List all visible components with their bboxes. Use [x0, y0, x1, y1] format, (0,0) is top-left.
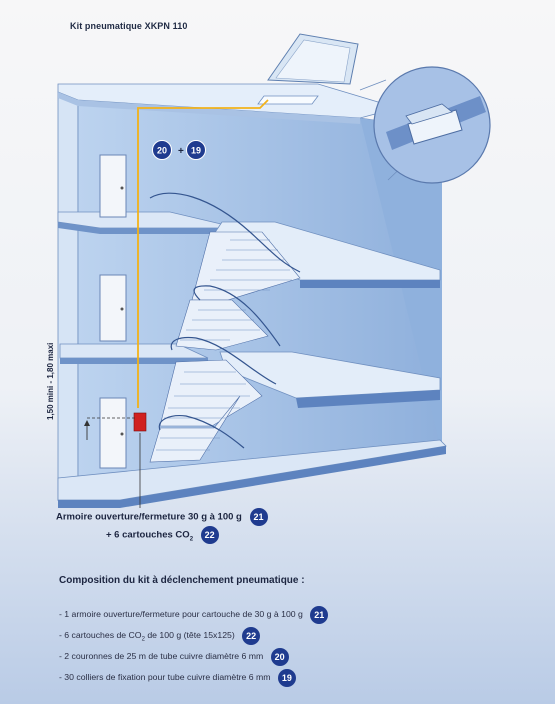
stair-steps [156, 239, 292, 451]
composition-title: Composition du kit à déclenchement pneum… [59, 575, 305, 586]
handrail [149, 192, 301, 449]
list-badge: 22 [242, 626, 261, 645]
landing-lower [219, 351, 441, 408]
co2-subscript: 2 [189, 536, 194, 543]
composition-list: - 1 armoire ouverture/fermeture pour car… [59, 604, 329, 688]
door-ground [99, 397, 127, 469]
list-item: - 1 armoire ouverture/fermeture pour car… [59, 604, 329, 625]
door-top [99, 154, 127, 218]
cabinet-caption-text: Armoire ouverture/fermeture 30 g à 100 g [56, 511, 242, 523]
height-dimension [84, 417, 135, 440]
list-item: - 2 couronnes de 25 m de tube cuivre dia… [59, 646, 328, 667]
list-item: - 6 cartouches de CO2 de 100 g (tête 15x… [59, 625, 328, 646]
list-item-text: - 30 colliers de fixation pour tube cuiv… [59, 672, 271, 682]
cabinet-caption-line1: Armoire ouverture/fermeture 30 g à 100 g… [56, 508, 268, 526]
door-middle [99, 274, 127, 342]
control-cabinet [133, 412, 147, 432]
left-wall [57, 91, 79, 502]
caption-badge-21: 21 [249, 508, 268, 526]
height-label: 1,50 mini - 1,80 maxi [46, 342, 55, 420]
roof-slab [57, 83, 400, 124]
roof-skylight [257, 33, 359, 105]
skylight-zoom-callout [359, 66, 491, 184]
list-badge: 20 [270, 647, 289, 666]
list-item-text: - 1 armoire ouverture/fermeture pour car… [59, 609, 303, 619]
page-title: Kit pneumatique XKPN 110 [70, 21, 188, 31]
pneumatic-pipe [137, 99, 269, 408]
list-item-text: - 2 couronnes de 25 m de tube cuivre dia… [59, 651, 264, 661]
list-badge: 21 [310, 605, 329, 624]
pipe-badge-20: 20 [157, 146, 167, 156]
svg-text:+: + [178, 146, 184, 157]
list-item: - 30 colliers de fixation pour tube cuiv… [59, 667, 328, 688]
floor-slab-ground [57, 439, 447, 508]
pipe-label: 20 + 19 [152, 140, 206, 160]
list-item-text: - 6 cartouches de CO [59, 630, 142, 640]
list-badge: 19 [277, 668, 296, 687]
caption-badge-22: 22 [200, 526, 219, 544]
list-item-text-suffix: de 100 g (tête 15x125) [144, 630, 235, 640]
cartridges-caption-text: + 6 cartouches CO [106, 529, 190, 541]
staircase [149, 231, 301, 463]
co2-subscript: 2 [141, 636, 145, 643]
pipe-badge-19: 19 [191, 146, 201, 156]
cabinet-caption-line2: + 6 cartouches CO2 22 [106, 526, 219, 544]
